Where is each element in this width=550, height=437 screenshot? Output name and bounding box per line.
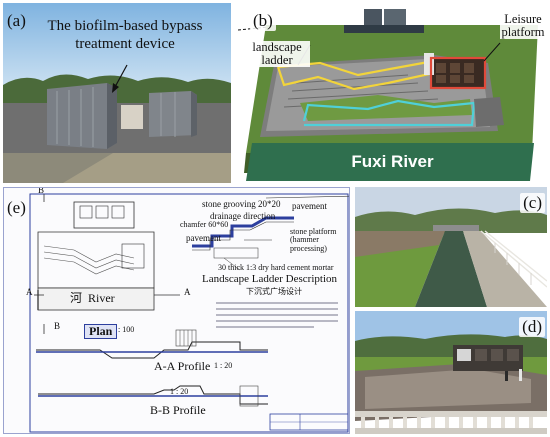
leisure-platform-label: Leisure platform (500, 12, 546, 40)
panel-d-label: (d) (519, 317, 545, 337)
site-render (238, 9, 538, 181)
panel-b-render: (b) landscape ladder Leisure platform Fu… (238, 3, 547, 183)
ladder-description-subtitle: 下沉式广场设计 (246, 287, 302, 296)
section-mark-b-top: B (38, 187, 45, 195)
mortar-label: 30 thick 1:3 dry hard cement mortar (218, 263, 334, 272)
river-channel-photo (355, 187, 547, 307)
river-en-label: River (88, 291, 115, 305)
panel-e-drawing: (e) B A A B stone grooving 20*20 pavemen… (3, 187, 350, 434)
aa-profile-scale: 1 : 20 (214, 361, 233, 370)
panel-a-photo: (a) The biofilm-based bypass treatment d… (3, 3, 231, 183)
panel-c-label: (c) (520, 193, 545, 213)
bb-profile-label: B-B Profile (150, 403, 206, 417)
section-mark-a-left: A (26, 287, 33, 297)
drainage-direction-label: drainage direction (210, 211, 276, 221)
panel-e-label: (e) (7, 198, 26, 217)
construction-drawing (29, 193, 349, 433)
pavement-left-label: pavement (186, 233, 221, 243)
landscape-ladder-label: landscape ladder (244, 40, 310, 68)
panel-a-label: (a) (7, 11, 26, 30)
plan-label: Plan (84, 324, 118, 339)
stone-grooving-label: stone grooving 20*20 (202, 199, 281, 209)
bb-profile-scale: 1 : 20 (170, 387, 189, 396)
chamfer-label: chamfer 60*60 (180, 220, 229, 229)
section-mark-b-bottom: B (54, 321, 61, 331)
ladder-description-title: Landscape Ladder Description (202, 273, 337, 285)
panel-b-label: (b) (250, 11, 276, 31)
river-cn-label: 河 (70, 291, 83, 305)
plaza-photo (355, 311, 547, 434)
device-caption: The biofilm-based bypass treatment devic… (47, 18, 203, 52)
pavement-top-label: pavement (292, 201, 327, 211)
device-photo (3, 3, 231, 183)
section-mark-a-right: A (184, 287, 191, 297)
panel-c-photo: (c) (355, 187, 547, 307)
fuxi-river-label: Fuxi River (351, 152, 434, 171)
aa-profile-label: A-A Profile (154, 359, 211, 373)
panel-d-photo: (d) (355, 311, 547, 434)
plan-scale: : 100 (118, 325, 135, 334)
description-text-lines (216, 302, 338, 328)
stone-platform-label: stone platform (hammer processing) (290, 227, 337, 253)
